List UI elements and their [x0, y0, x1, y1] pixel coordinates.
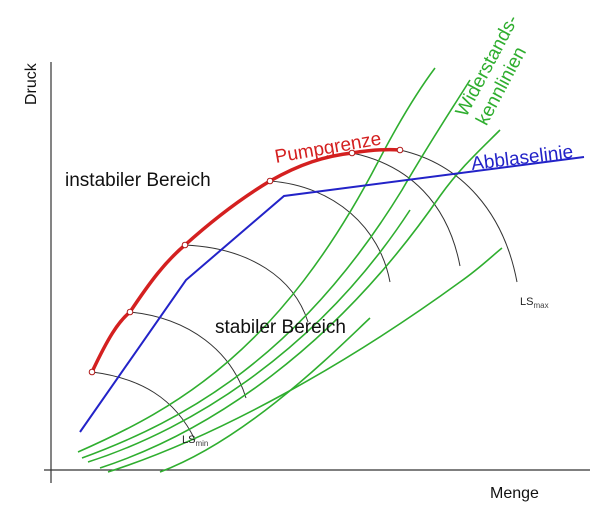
- ls-min-label: LSmin: [182, 434, 208, 448]
- ls-min-sub: min: [195, 439, 208, 448]
- y-axis-label: Druck: [23, 62, 40, 105]
- speed-curve-3: [184, 244, 309, 323]
- x-axis-label: Menge: [490, 485, 539, 502]
- resistance-curve-6: [159, 317, 371, 473]
- surge-point-3: [181, 241, 189, 249]
- instabil-label: instabiler Bereich: [65, 170, 211, 191]
- surge-point-5: [348, 149, 356, 157]
- surge-point-6: [396, 146, 404, 154]
- speed-curve-2: [129, 311, 247, 399]
- resistance-curve-5: [107, 247, 503, 473]
- stabil-label: stabiler Bereich: [215, 317, 346, 338]
- speed-curve-5: [351, 152, 461, 267]
- resistance-curve-4: [99, 129, 501, 469]
- speed-curve-ls-min: [91, 371, 196, 441]
- resistance-curve-2: [81, 79, 471, 459]
- resistance-curve-1: [77, 67, 436, 453]
- surge-point-4: [266, 177, 274, 185]
- ls-max-label: LSmax: [520, 296, 549, 310]
- ls-max-sub: max: [533, 301, 548, 310]
- ls-max-main: LS: [520, 296, 533, 308]
- surge-point-markers: [88, 146, 404, 376]
- abblaselinie-line: [79, 156, 585, 433]
- resistance-curve-3: [87, 209, 411, 463]
- surge-point-2: [126, 308, 134, 316]
- speed-curve-4: [269, 180, 391, 283]
- surge-point-1: [88, 368, 96, 376]
- ls-min-main: LS: [182, 434, 195, 446]
- resistance-curves: [77, 67, 503, 473]
